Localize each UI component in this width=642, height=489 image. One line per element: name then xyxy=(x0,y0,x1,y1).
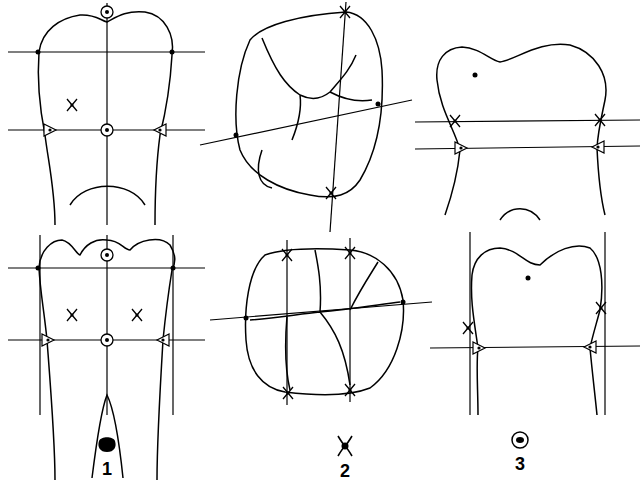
point-markers xyxy=(36,6,607,399)
legend-number: 3 xyxy=(515,455,525,473)
cross-symbol xyxy=(338,436,352,456)
legend-symbols xyxy=(98,432,528,456)
guide-lines xyxy=(8,2,640,415)
legend-number: 2 xyxy=(340,462,350,480)
tooth-outlines xyxy=(38,12,606,480)
filled-dot-symbol xyxy=(98,437,115,452)
circled-dot-symbol xyxy=(512,432,528,448)
legend-number: 1 xyxy=(102,460,112,478)
